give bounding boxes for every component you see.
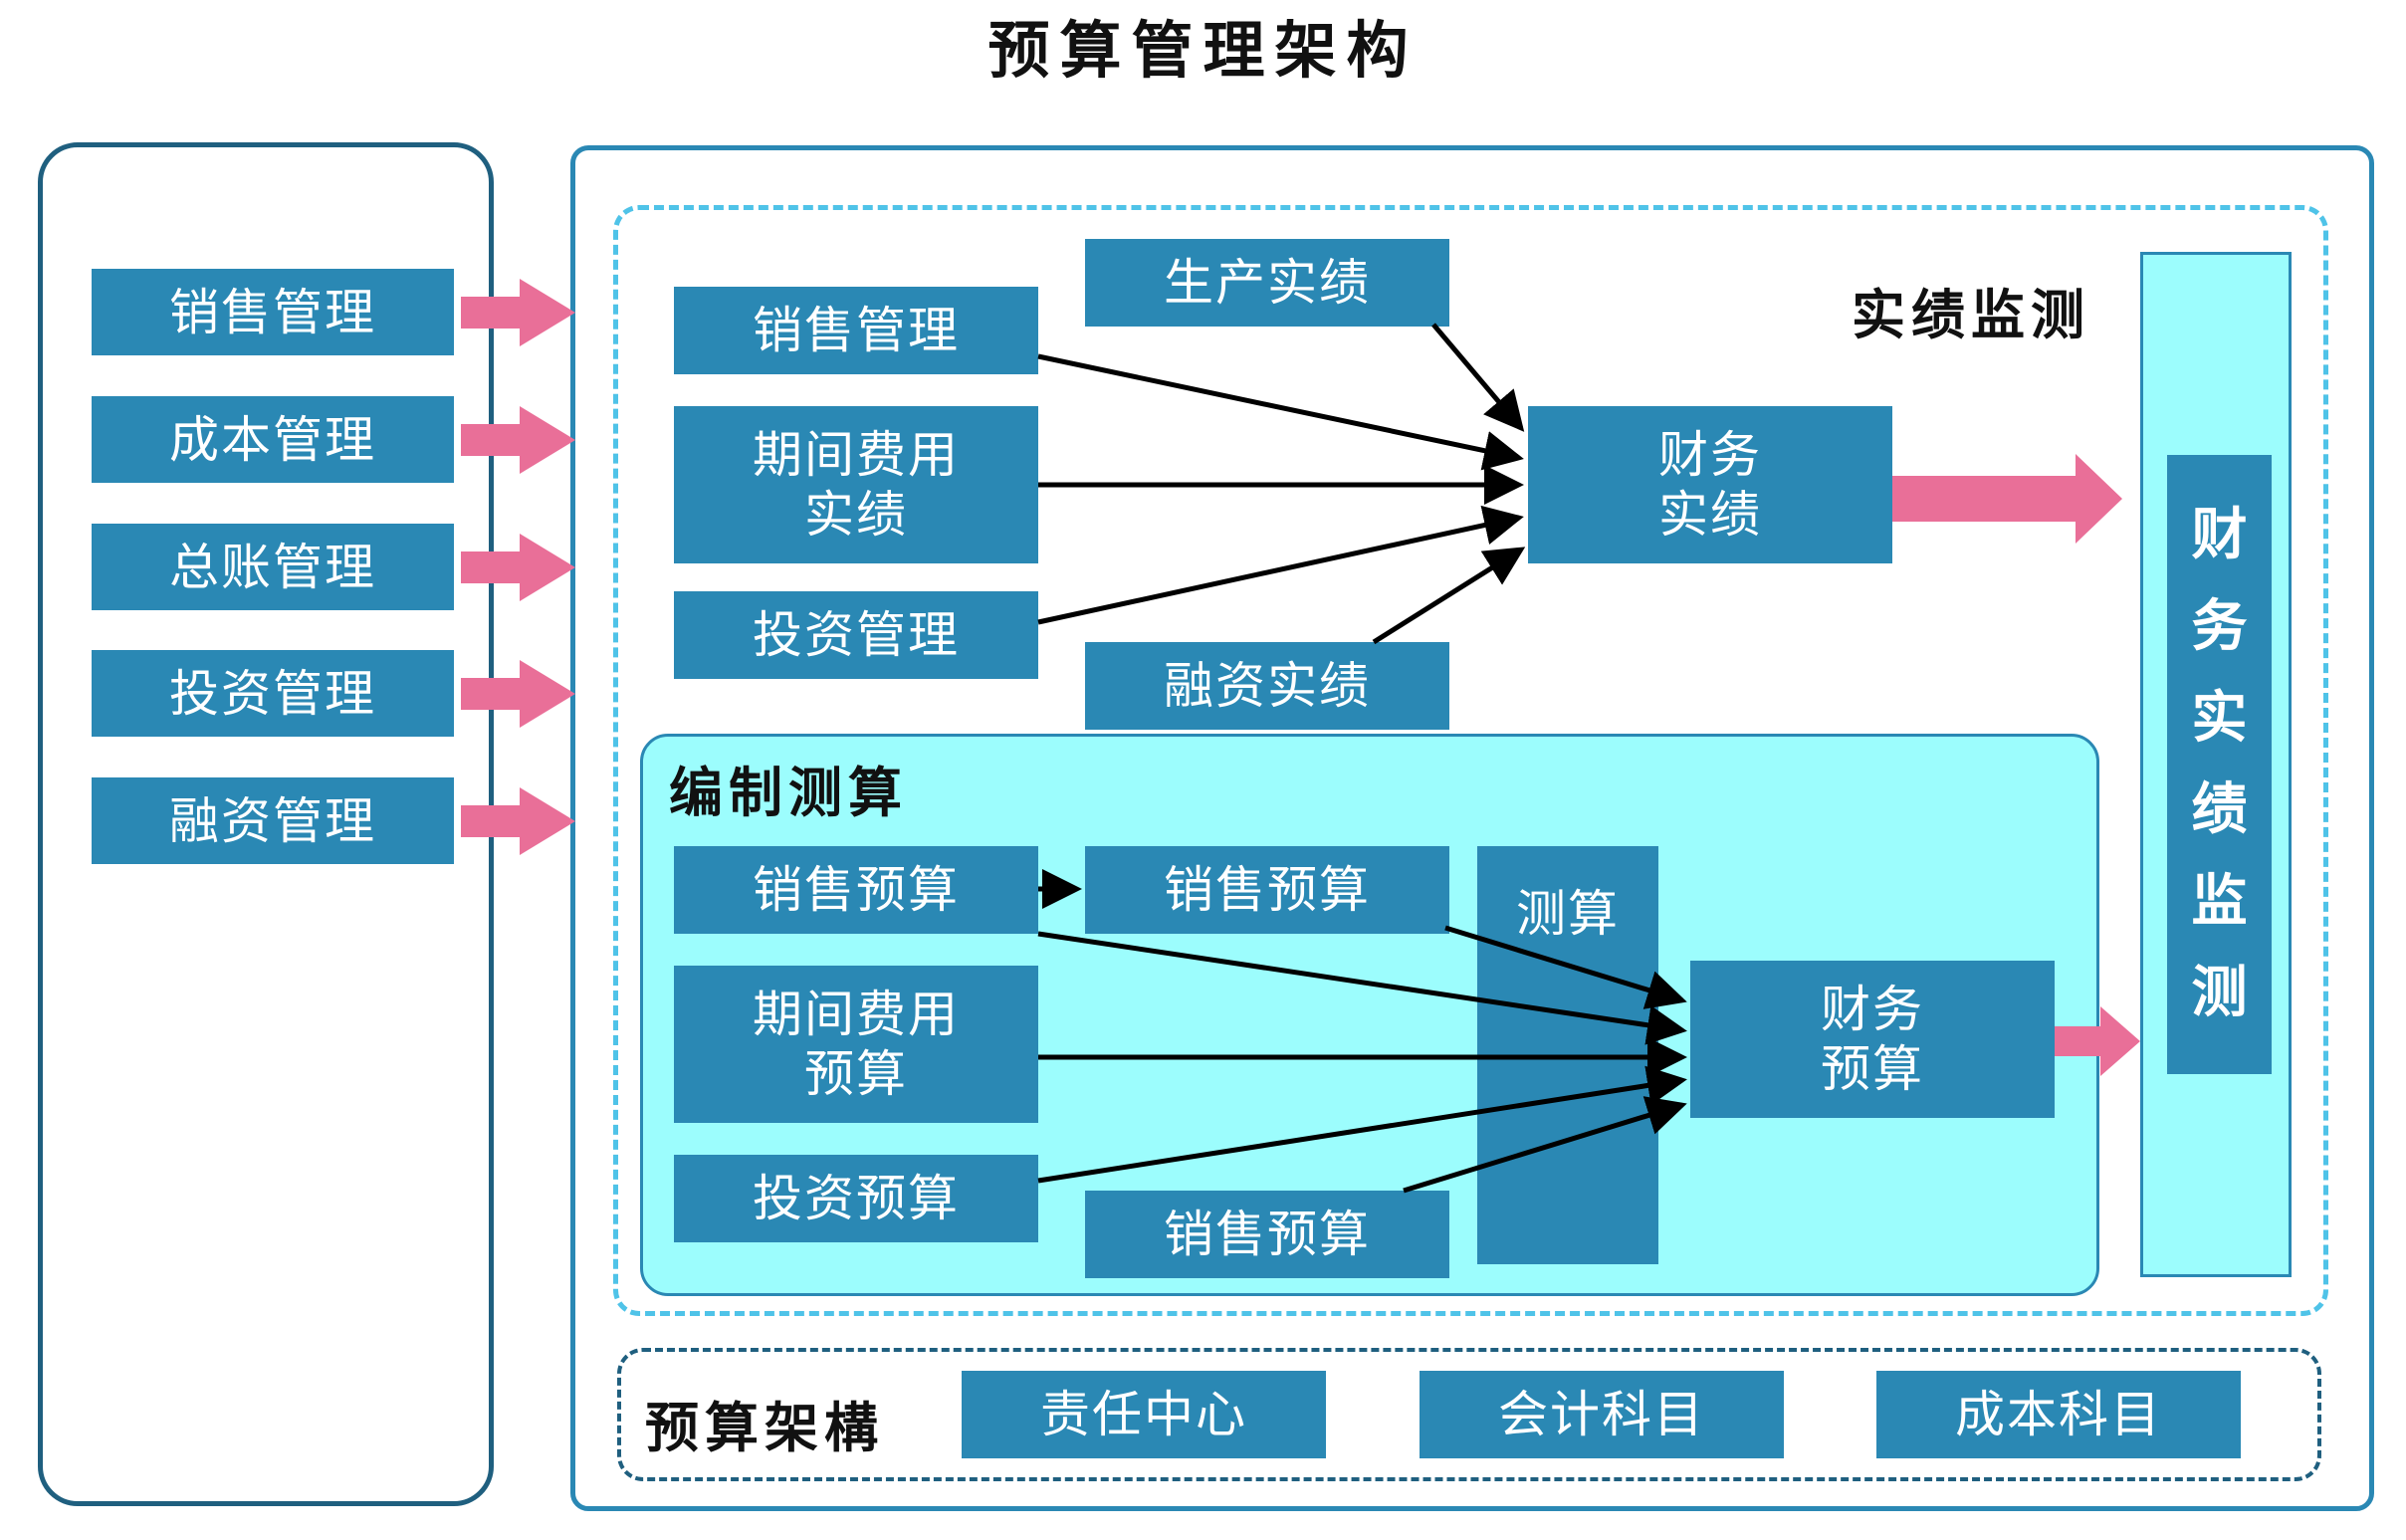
structure-responsibility-center: 责任中心 xyxy=(962,1371,1326,1458)
budget-source-investment: 投资预算 xyxy=(674,1155,1038,1242)
monitoring-boundary xyxy=(613,205,2328,1316)
actual-source-investment: 投资管理 xyxy=(674,591,1038,679)
actual-source-period-expense: 期间费用 实绩 xyxy=(674,406,1038,563)
monitor-char: 监 xyxy=(2191,869,2248,934)
actual-source-sales: 销售管理 xyxy=(674,287,1038,374)
inflow-arrows xyxy=(461,279,575,855)
pink-arrow xyxy=(461,279,575,346)
left-module-ledger: 总账管理 xyxy=(92,524,454,610)
budget-source-sales: 销售预算 xyxy=(674,846,1038,934)
arrow xyxy=(1403,1096,1687,1194)
financial-monitoring-label: 财 务 实 绩 监 测 xyxy=(2167,455,2272,1074)
arrow xyxy=(1444,925,1687,1009)
budget-source-period-expense: 期间费用 预算 xyxy=(674,966,1038,1123)
monitor-char: 实 xyxy=(2191,686,2248,751)
structure-accounting-subject: 会计科目 xyxy=(1420,1371,1784,1458)
budget-flow-arrows xyxy=(1037,869,1687,1194)
left-module-sales: 销售管理 xyxy=(92,269,454,355)
arrow xyxy=(1372,547,1526,645)
actual-financing: 融资实绩 xyxy=(1085,642,1449,730)
budget-side-sales-bottom: 销售预算 xyxy=(1085,1191,1449,1278)
structure-label: 预算架構 xyxy=(645,1397,884,1459)
actual-section-label: 实绩监测 xyxy=(1852,284,2090,346)
budget-to-monitor-arrow xyxy=(2055,1006,2140,1076)
budget-structure-bar xyxy=(617,1348,2321,1481)
pink-arrow xyxy=(461,787,575,855)
monitor-char: 财 xyxy=(2191,503,2248,567)
financial-actual-box: 财务 实绩 xyxy=(1528,406,1892,563)
monitor-char: 务 xyxy=(2191,594,2248,659)
pink-arrow xyxy=(461,534,575,601)
budget-section-label: 编制测算 xyxy=(669,762,908,824)
arrow xyxy=(1037,353,1524,471)
arrow xyxy=(1037,931,1687,1045)
arrow xyxy=(1037,505,1524,625)
diagram-title: 预算管理架构 xyxy=(987,14,1419,87)
monitor-char: 绩 xyxy=(2191,777,2248,842)
pink-arrow xyxy=(461,660,575,728)
financial-budget-box: 财务 预算 xyxy=(1690,961,2055,1118)
actual-flow-arrows xyxy=(1037,323,1526,645)
monitor-char: 测 xyxy=(2191,961,2248,1025)
arrow xyxy=(1037,1065,1687,1184)
arrow xyxy=(1431,323,1525,432)
left-module-financing: 融资管理 xyxy=(92,777,454,864)
structure-cost-subject: 成本科目 xyxy=(1876,1371,2241,1458)
pink-arrow xyxy=(461,406,575,474)
budget-side-sales-top: 销售预算 xyxy=(1085,846,1449,934)
actual-production: 生产实绩 xyxy=(1085,239,1449,327)
actual-to-monitor-arrow xyxy=(1892,454,2122,544)
left-module-investment: 投资管理 xyxy=(92,650,454,737)
left-module-cost: 成本管理 xyxy=(92,396,454,483)
